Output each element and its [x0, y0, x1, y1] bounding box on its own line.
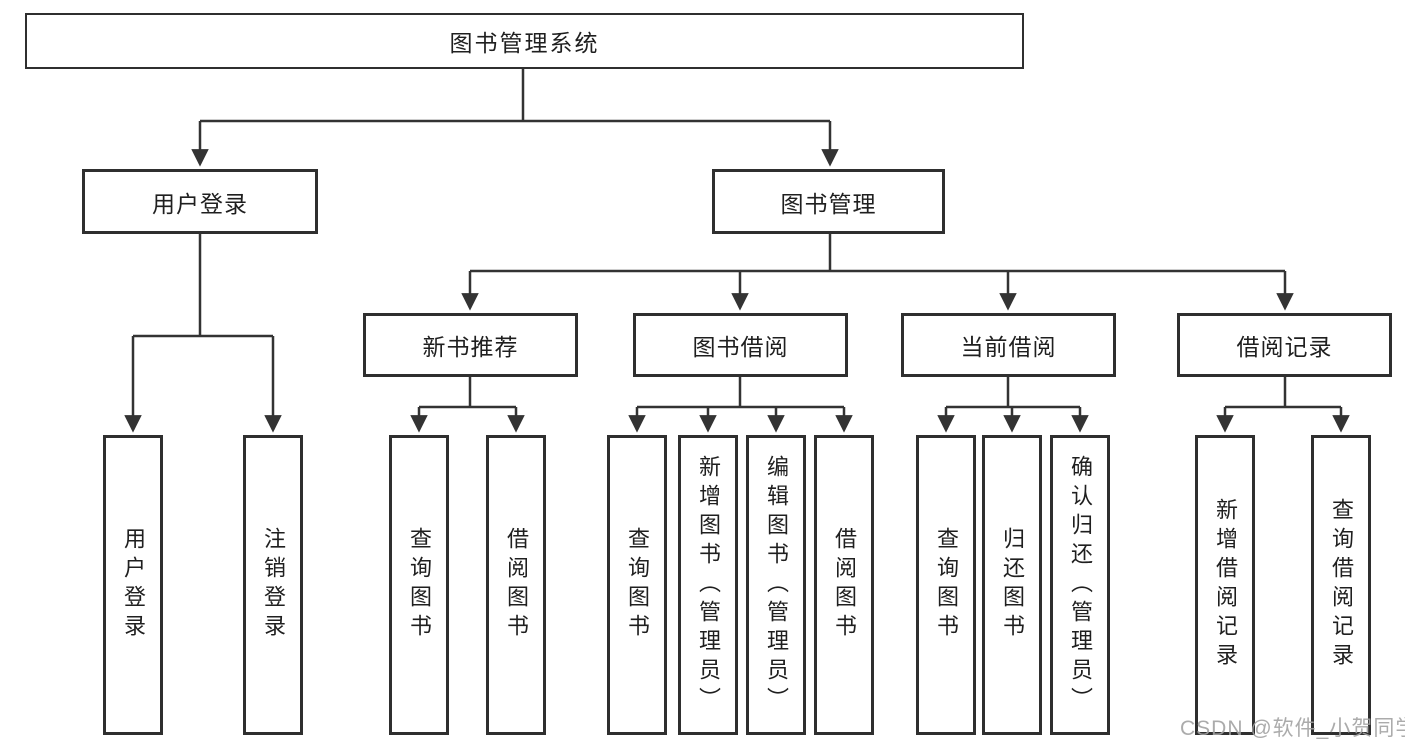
- leaf-logout: 注销登录: [243, 435, 303, 735]
- leaf-add-borrow-record: 新增借阅记录: [1195, 435, 1255, 735]
- leaf-user-login: 用户登录: [103, 435, 163, 735]
- csdn-watermark: CSDN @软件_小贺同学: [1180, 717, 1405, 740]
- leaf-confirm-return-admin: 确认归还（管理员）: [1050, 435, 1110, 735]
- leaf-query-borrow-record: 查询借阅记录: [1311, 435, 1371, 735]
- leaf-edit-book-admin: 编辑图书（管理员）: [746, 435, 806, 735]
- node-borrowing-records: 借阅记录: [1177, 313, 1392, 377]
- node-book-borrowing: 图书借阅: [633, 313, 848, 377]
- leaf-query-books-borrow: 查询图书: [607, 435, 667, 735]
- node-current-borrowing: 当前借阅: [901, 313, 1116, 377]
- leaf-borrow-books-borrow: 借阅图书: [814, 435, 874, 735]
- node-book-management: 图书管理: [712, 169, 945, 234]
- leaf-query-books-current: 查询图书: [916, 435, 976, 735]
- leaf-add-book-admin: 新增图书（管理员）: [678, 435, 738, 735]
- node-root: 图书管理系统: [25, 13, 1024, 69]
- node-new-book-recommendation: 新书推荐: [363, 313, 578, 377]
- leaf-query-books-recommend: 查询图书: [389, 435, 449, 735]
- leaf-return-books: 归还图书: [982, 435, 1042, 735]
- leaf-borrow-books-recommend: 借阅图书: [486, 435, 546, 735]
- node-user-login: 用户登录: [82, 169, 318, 234]
